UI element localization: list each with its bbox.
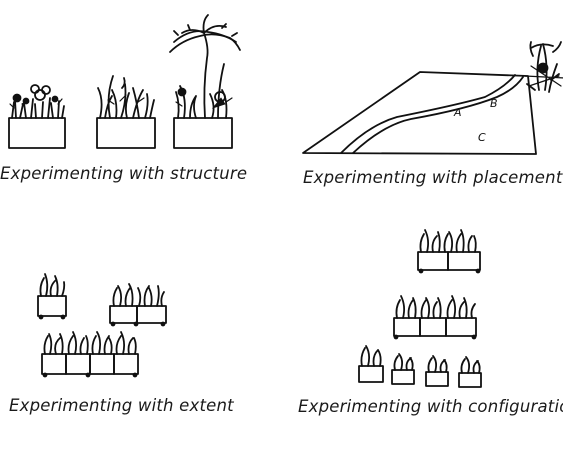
planter-row [41, 331, 139, 378]
structure-sketch [8, 14, 241, 149]
edge-vegetation [524, 41, 563, 93]
path-line-1 [340, 74, 516, 154]
caption-structure: Experimenting with structure [0, 164, 248, 183]
panel-configuration: Experimenting with configuration [281, 225, 563, 450]
configuration-sketch [358, 229, 482, 388]
path-line-2 [352, 76, 524, 154]
zone-label-b: B [490, 97, 498, 110]
mid-vegetation [97, 75, 155, 119]
planter-single [37, 273, 67, 320]
low-vegetation [9, 84, 65, 119]
panel-extent: Experimenting with extent [0, 225, 281, 450]
placement-sketch: A B C [302, 41, 563, 155]
planter-pair [109, 283, 167, 327]
panel-structure: Experimenting with structure [0, 0, 281, 200]
planter-box-low [8, 117, 66, 149]
planter-box-mid [96, 117, 156, 149]
extent-sketch [37, 273, 167, 378]
planter-singles-bottom [358, 345, 482, 388]
planter-row-middle [393, 295, 477, 340]
zone-label-a: A [453, 106, 462, 119]
caption-configuration: Experimenting with configuration [298, 397, 563, 416]
planter-cluster-top [417, 229, 481, 274]
tall-vegetation [169, 14, 241, 119]
zone-label-c: C [478, 131, 486, 144]
caption-extent: Experimenting with extent [9, 396, 234, 415]
planter-box-tall [173, 117, 233, 149]
caption-placement: Experimenting with placement [303, 168, 563, 187]
panel-placement: A B C Experimenting with placement [281, 0, 563, 200]
